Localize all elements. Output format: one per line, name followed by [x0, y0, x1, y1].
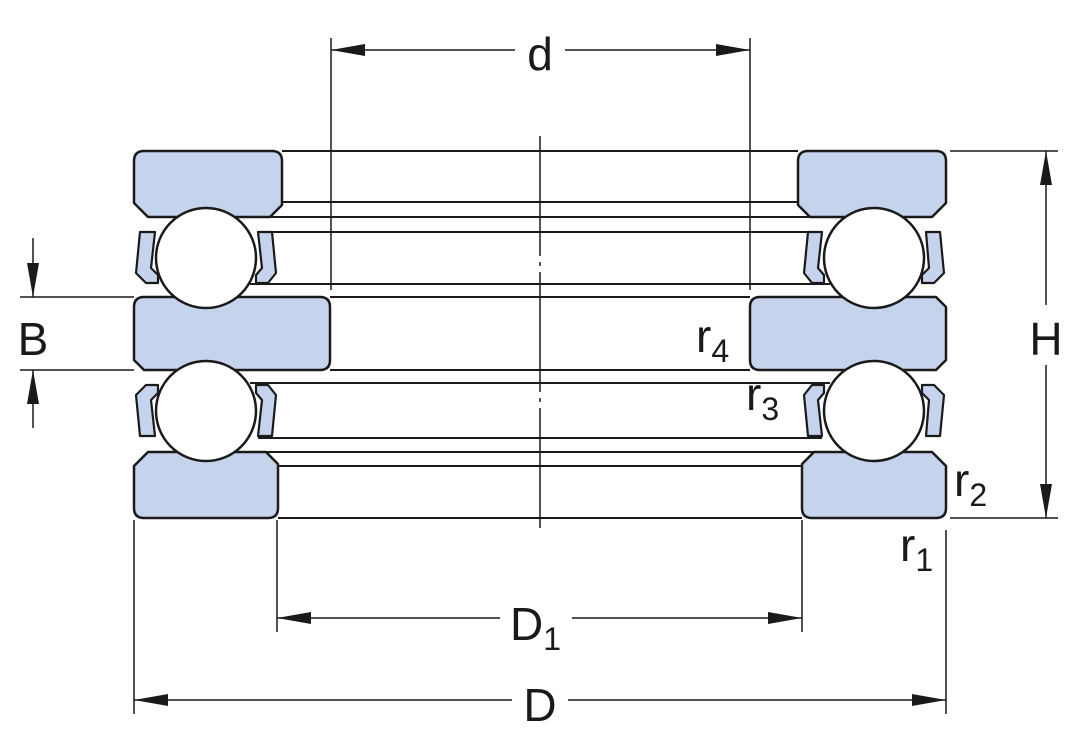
label-r3: r3: [746, 368, 779, 427]
shaft-washer-left: [132, 295, 332, 372]
label-D: D: [523, 679, 556, 731]
cage-top-left: [134, 230, 278, 285]
shaft-washer-right: [748, 295, 948, 372]
cage-bottom-left: [134, 383, 278, 438]
dimension-D1: [276, 520, 803, 632]
label-H: H: [1029, 313, 1062, 365]
cage-bottom-right: [802, 383, 946, 438]
label-r4: r4: [696, 310, 729, 369]
dimension-B: [20, 238, 134, 428]
dimension-D: [133, 520, 947, 714]
label-B: B: [18, 313, 49, 365]
label-r1: r1: [900, 519, 933, 578]
label-d: d: [527, 28, 553, 80]
ball-bottom-left: [154, 359, 258, 463]
dimension-d: [330, 38, 751, 290]
top-housing-washer-right: [796, 149, 948, 219]
cage-top-right: [802, 230, 946, 285]
dimension-H: [950, 150, 1058, 519]
ball-top-right: [822, 206, 926, 310]
ball-top-left: [154, 206, 258, 310]
label-D1: D1: [510, 598, 561, 657]
bottom-housing-washer-left: [132, 450, 280, 520]
bottom-housing-washer-right: [800, 450, 948, 520]
label-r2: r2: [954, 454, 987, 513]
ball-bottom-right: [822, 359, 926, 463]
